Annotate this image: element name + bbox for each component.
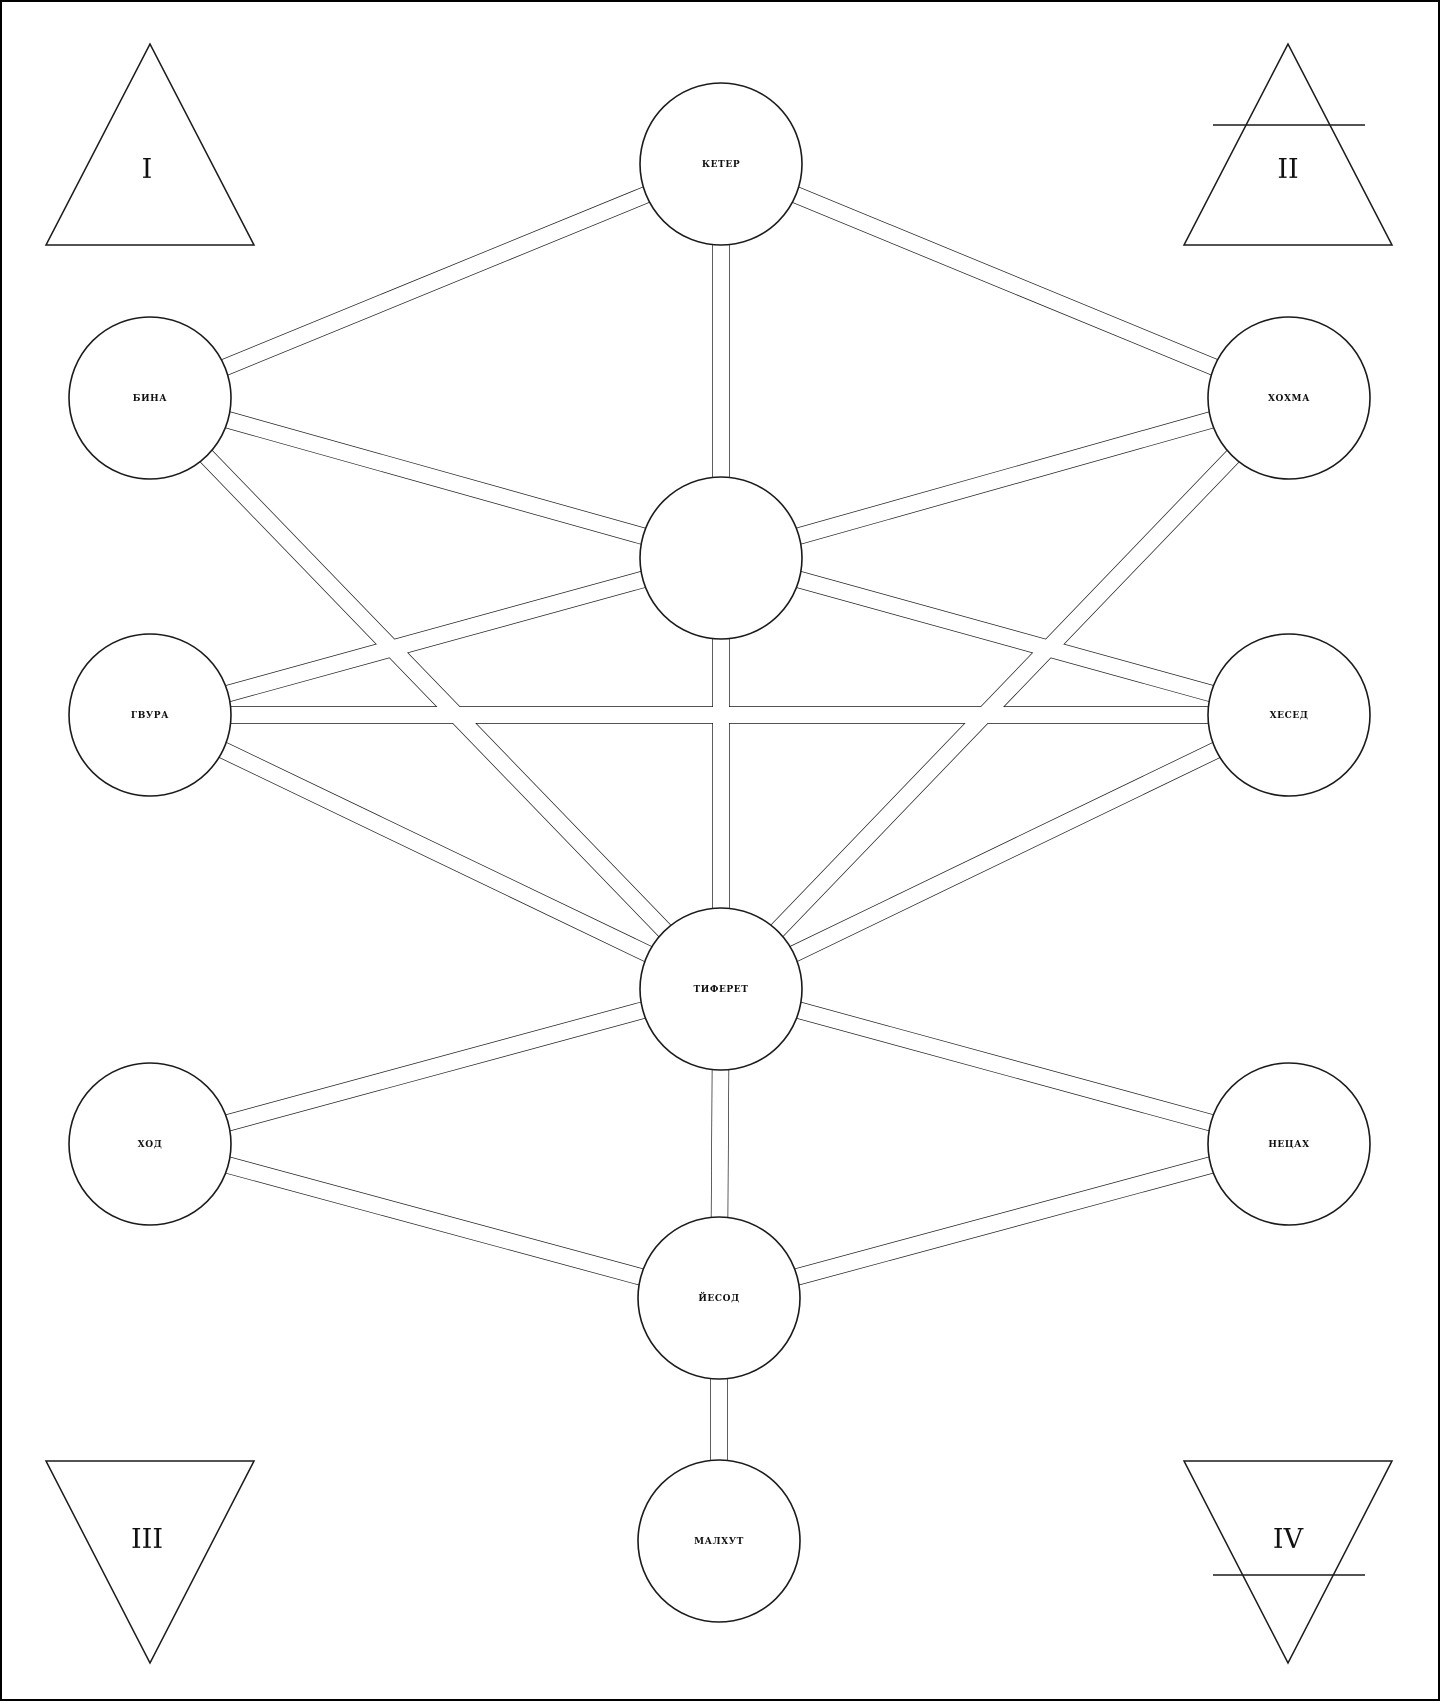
path-tiferet-hod	[147, 981, 724, 1152]
sefirah-netzach-circle	[1207, 1062, 1371, 1226]
path-tiferet-netzach	[718, 981, 1292, 1152]
path-hod-yesod	[147, 1136, 722, 1306]
path-daat-gevurah	[147, 550, 724, 723]
sefirah-hod-label: ХОД	[138, 1140, 163, 1150]
sefirah-binah: БИНА	[68, 316, 232, 480]
path-chokhmah-daat	[718, 390, 1292, 566]
sefirah-netzach: НЕЦАХ	[1207, 1062, 1371, 1226]
corner-triangle-bottom-left: III	[44, 1460, 256, 1665]
sefirah-binah-circle	[68, 316, 232, 480]
sefirah-tiferet: ТИФЕРЕТ	[639, 907, 803, 1071]
sefirah-keter-label: КЕТЕР	[702, 160, 740, 170]
corner-triangle-bottom-right: IV	[1182, 1460, 1394, 1665]
sefirah-tiferet-label: ТИФЕРЕТ	[693, 985, 748, 995]
sefirah-yesod-circle	[637, 1216, 801, 1380]
sefirah-daat-circle	[639, 476, 803, 640]
sefirah-gevurah-label: ГВУРА	[131, 711, 169, 721]
corner-triangle-top-right: II	[1182, 42, 1394, 246]
path-binah-daat	[147, 390, 724, 566]
path-keter-daat	[713, 164, 729, 558]
sefirah-binah-label: БИНА	[133, 394, 167, 404]
path-chesed-tiferet	[717, 707, 1293, 997]
sefirah-hod-circle	[68, 1062, 232, 1226]
path-netzach-yesod	[716, 1136, 1292, 1306]
corner-label-top-right: II	[1277, 154, 1298, 185]
path-keter-binah	[146, 156, 725, 406]
sefirah-malkhut-circle	[637, 1459, 801, 1623]
sefirah-gevurah-circle	[68, 633, 232, 797]
corner-triangle-top-left: I	[44, 42, 256, 246]
sefirah-daat	[639, 476, 803, 640]
path-binah-tiferet	[144, 392, 727, 995]
path-gevurah-tiferet	[146, 707, 725, 997]
sefirah-chesed: ХЕСЕД	[1207, 633, 1371, 797]
corner-label-bottom-left: III	[131, 1524, 163, 1555]
corner-label-bottom-right: IV	[1273, 1524, 1304, 1555]
sefirah-chokhmah: ХОХМА	[1207, 316, 1371, 480]
sefirah-chokhmah-label: ХОХМА	[1268, 394, 1310, 404]
sefirah-keter: КЕТЕР	[639, 82, 803, 246]
path-daat-chesed	[718, 550, 1292, 723]
sefirah-keter-circle	[639, 82, 803, 246]
sefirot-layer: КЕТЕР БИНА ХОХМА ГВУРА ХЕСЕД ТИФЕРЕТ ХОД НЕЦАХ Й…	[68, 82, 1371, 1623]
sefirah-chesed-label: ХЕСЕД	[1270, 711, 1309, 721]
sefirah-chesed-circle	[1207, 633, 1371, 797]
corner-label-top-left: I	[142, 154, 153, 185]
sefirah-malkhut: МАЛХУТ	[637, 1459, 801, 1623]
path-chokhmah-tiferet	[715, 392, 1295, 995]
sefirah-yesod-label: ЙЕСОД	[698, 1291, 739, 1304]
sefirah-netzach-label: НЕЦАХ	[1268, 1140, 1309, 1150]
path-keter-chokhmah	[717, 156, 1293, 406]
path-daat-tiferet	[713, 558, 729, 989]
sefirah-malkhut-label: МАЛХУТ	[694, 1537, 744, 1547]
sefirah-gevurah: ГВУРА	[68, 633, 232, 797]
sefirah-tiferet-circle	[639, 907, 803, 1071]
sefirah-yesod: ЙЕСОД	[637, 1216, 801, 1380]
sefirah-chokhmah-circle	[1207, 316, 1371, 480]
sefirah-hod: ХОД	[68, 1062, 232, 1226]
